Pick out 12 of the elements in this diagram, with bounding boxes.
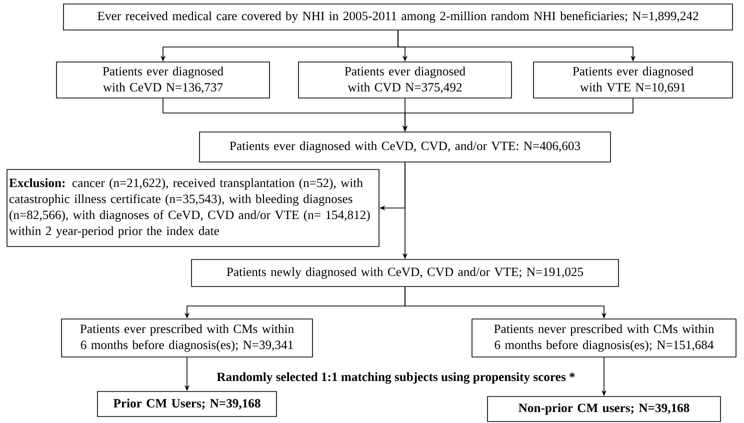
edge-label: Randomly selected 1:1 matching subjects using propensity scores * (216, 371, 576, 385)
process-box: Patients ever diagnosed with CeVD, CVD, and/or VTE: N=406,603 (199, 132, 611, 162)
result-box: Non-prior CM users; N=39,168 (487, 396, 721, 422)
process-box: Patients newly diagnosed with CeVD, CVD and/or VTE; N=191,025 (191, 259, 619, 287)
result-box: Prior CM Users; N=39,168 (97, 391, 277, 417)
process-box: Patients never prescribed with CMs within 6 months before diagnosis(es); N=151,684 (472, 318, 736, 358)
process-box: Patients ever diagnosed with VTE N=10,691 (533, 62, 733, 98)
process-box: Patients ever prescribed with CMs within 6 months before diagnosis(es); N=39,341 (61, 318, 313, 358)
process-box: Patients ever diagnosed with CVD N=375,492 (298, 62, 512, 98)
process-box: Ever received medical care covered by NHI in 2005-2011 among 2-million random NHI beneficiaries; N=1,899,242 (63, 4, 733, 30)
process-box: Patients ever diagnosed with CeVD N=136,737 (56, 62, 270, 98)
exclusion-box: Exclusion: cancer (n=21,622), received transplantation (n=52), with catastrophic illness certificate (n=35,543), with bleeding diagnoses (n=82,566), with diagnoses of CeVD, CVD and/or VTE (n= 154,812) within 2 year-period prior the index date (6, 169, 380, 247)
